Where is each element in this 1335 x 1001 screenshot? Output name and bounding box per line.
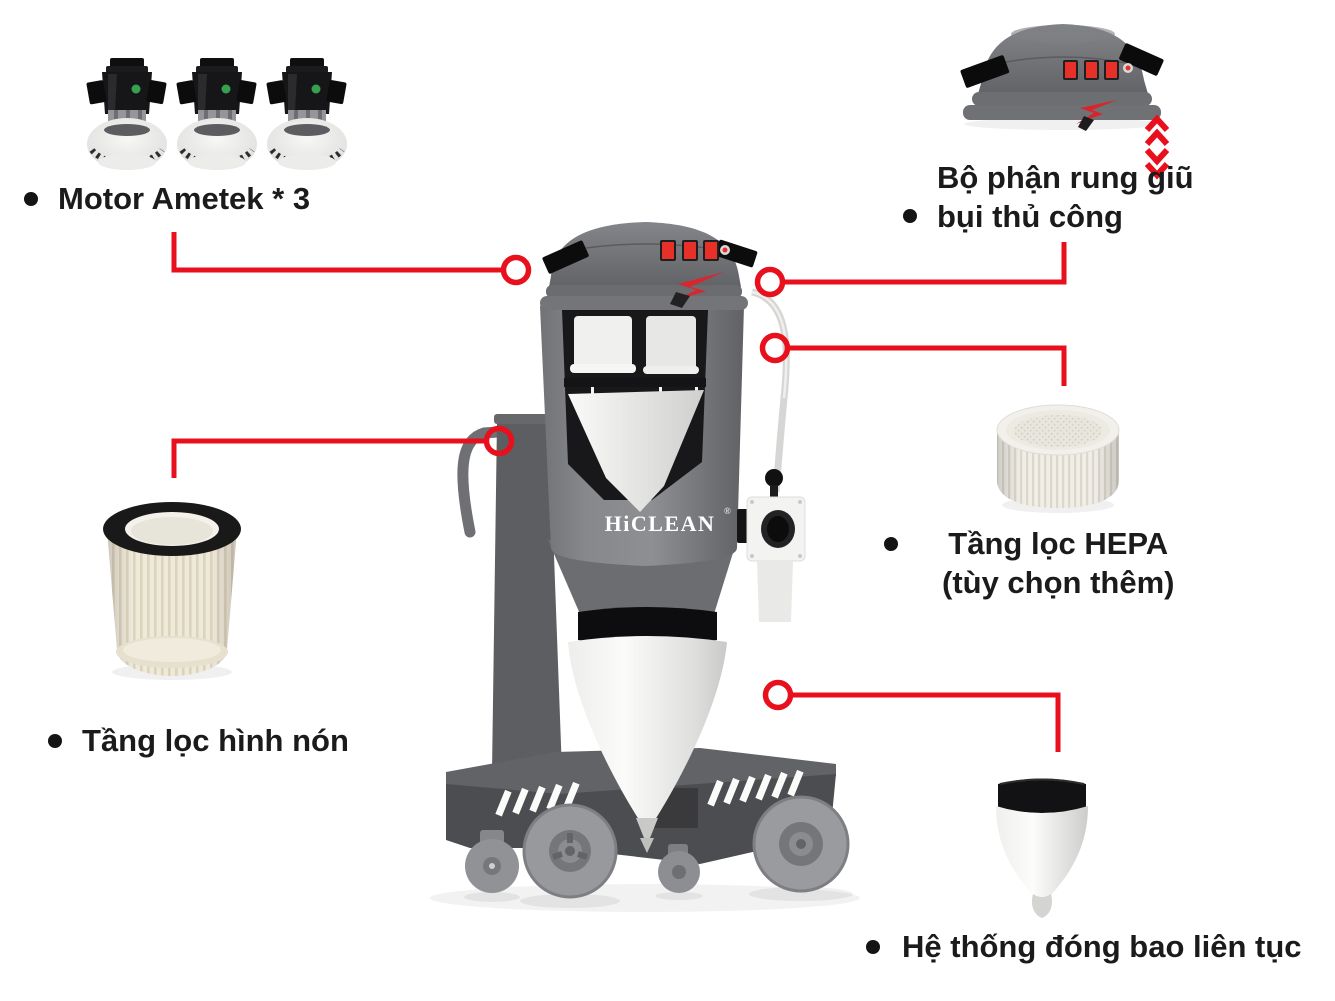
callout-circle-bagging (762, 679, 794, 711)
label-shaker: Bộ phận rung giũ bụi thủ công (903, 158, 1194, 236)
label-cone-text: Tầng lọc hình nón (82, 723, 349, 758)
wheels (464, 795, 853, 908)
callout-circle-motor (500, 254, 532, 286)
machine-illustration: HiCLEAN ® (430, 222, 860, 912)
label-motor-text: Motor Ametek * 3 (58, 181, 311, 216)
label-cone: Tầng lọc hình nón (48, 721, 349, 760)
bagging-funnel-image (996, 778, 1088, 918)
connector-line-shaker (783, 242, 1067, 285)
label-motor: Motor Ametek * 3 (24, 179, 310, 218)
bullet-dot (48, 734, 62, 748)
collection-bag (568, 636, 727, 829)
connector-line-bagging (791, 692, 1061, 752)
label-shaker-line1: Bộ phận rung giũ (937, 160, 1194, 195)
hepa-filter-image (996, 404, 1120, 513)
label-bagging-text: Hệ thống đóng bao liên tục (902, 929, 1302, 964)
registered-mark: ® (724, 506, 731, 516)
label-hepa: Tầng lọc HEPA (tùy chọn thêm) (884, 524, 1175, 602)
label-hepa-line2: (tùy chọn thêm) (942, 565, 1175, 600)
trolley-handle (457, 423, 548, 538)
bullet-dot (884, 537, 898, 551)
callout-circle-hepa (759, 332, 791, 364)
shaker-unit-image (960, 24, 1164, 131)
vibration-arrows-icon (1144, 114, 1170, 180)
motor-image (86, 58, 347, 170)
connector-line-hepa (788, 345, 1067, 386)
machine-head (540, 222, 758, 310)
label-shaker-line2: bụi thủ công (937, 199, 1123, 234)
connector-line-cone (171, 438, 486, 478)
callout-connectors (171, 232, 1067, 752)
callout-circle-cone (483, 425, 515, 457)
brand-logo: HiCLEAN (605, 511, 716, 536)
callout-circle-shaker (754, 266, 786, 298)
cone-filter-image (103, 502, 241, 680)
clamp-band (578, 607, 717, 645)
label-hepa-line1: Tầng lọc HEPA (948, 526, 1169, 561)
label-bagging: Hệ thống đóng bao liên tục (866, 927, 1302, 966)
bullet-dot (903, 209, 917, 223)
bullet-dot (24, 192, 38, 206)
bullet-dot (866, 940, 880, 954)
power-switches (660, 240, 730, 261)
connector-line-motor (171, 232, 502, 273)
